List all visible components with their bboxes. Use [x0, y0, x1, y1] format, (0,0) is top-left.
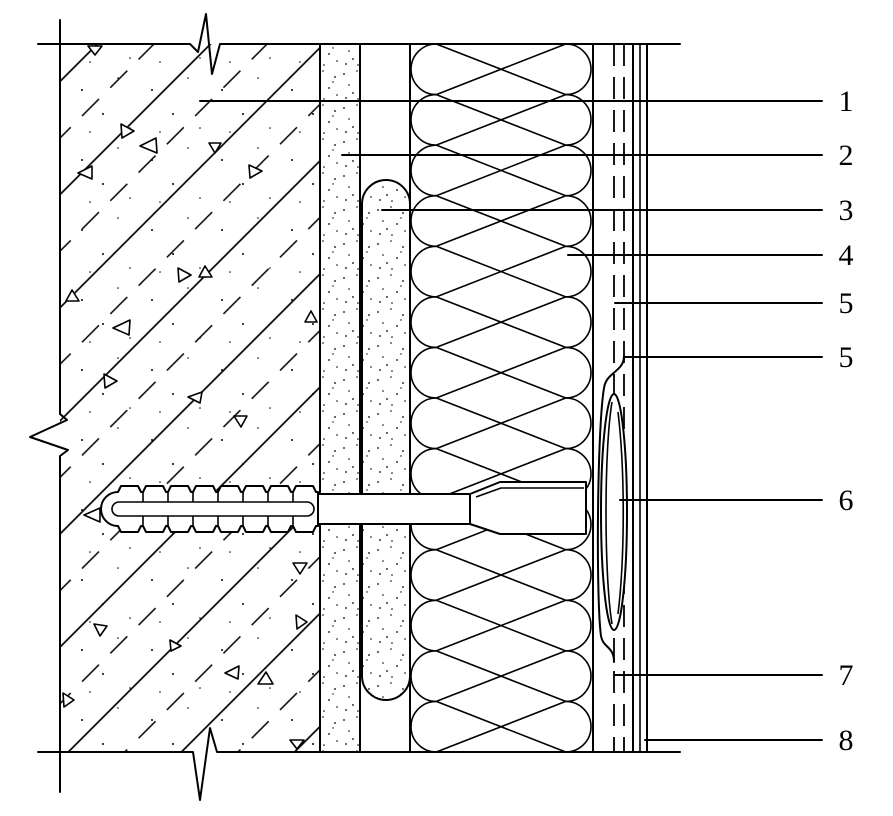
bottom-edge-break-line [37, 727, 681, 801]
insulation-loop [410, 599, 592, 652]
insulation-loop [410, 93, 592, 146]
leveling-mortar-layer [320, 44, 360, 752]
layer-boundaries [319, 43, 648, 753]
insulation-loop [410, 397, 592, 450]
adhesive-mortar-blob [361, 179, 411, 701]
concrete-wall [60, 44, 320, 752]
insulation-loop [410, 548, 592, 602]
anchor-head-inner-line [475, 487, 584, 498]
mesh-wrap-curve [596, 355, 625, 663]
callout-label-5b: 5 [839, 341, 854, 374]
anchor-rib-ticks [142, 492, 294, 526]
anchor-plate-inner-left [605, 401, 613, 625]
top-edge-break-line [37, 13, 681, 75]
insulation-loop [410, 245, 592, 298]
callout-label-7: 7 [839, 659, 854, 692]
callout-label-2: 2 [839, 139, 854, 172]
callout-label-4: 4 [839, 239, 854, 272]
left-edge-break-line [29, 19, 69, 793]
anchor-head [469, 481, 587, 535]
anchor-shank [317, 493, 471, 525]
callout-label-6: 6 [839, 484, 854, 517]
insulation-loop [410, 144, 592, 197]
callout-label-5a: 5 [839, 287, 854, 320]
callout-label-3: 3 [839, 194, 854, 227]
anchor-expansion-sleeve [100, 485, 319, 533]
insulation-loop [410, 650, 592, 703]
callout-labels: 1 2 3 4 5 5 6 7 8 [839, 85, 854, 757]
insulation-loop [410, 194, 592, 248]
insulation-loop [410, 700, 592, 753]
callout-label-1: 1 [839, 85, 854, 118]
leader-lines [199, 100, 823, 741]
insulation-loop [410, 346, 592, 399]
anchor-inner-slot [111, 501, 315, 517]
insulation-anchor [100, 481, 587, 535]
callout-label-8: 8 [839, 724, 854, 757]
aggregate-triangles [62, 45, 318, 750]
insulation-loop [410, 296, 592, 349]
anchor-plate-inner-right [617, 411, 625, 615]
